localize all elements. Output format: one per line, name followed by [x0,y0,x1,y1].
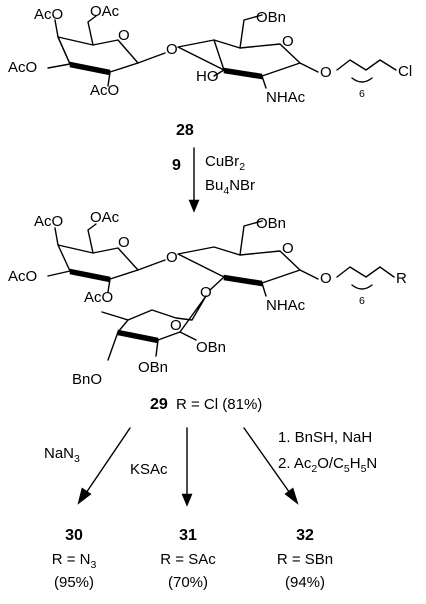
product-r-label: R = N3 [52,551,97,571]
c28-oac-top: OAc [90,3,120,20]
c29-ring-o-right: O [282,240,294,257]
c29-anomeric-o: O [320,270,332,287]
c28-cl: Cl [398,63,412,80]
c29-aco-bottom: AcO [84,289,113,306]
step2-right-line2: 2. Ac2O/C5H5N [278,455,377,475]
c29-oac-top: OAc [90,209,120,226]
c29-obn-fuc-mid: OBn [138,359,168,376]
c28-obn: OBn [256,9,286,26]
step2-left-reagent: NaN3 [44,445,80,465]
product-yield: (70%) [168,574,208,591]
product-id: 31 [179,527,197,544]
step1-reagent-b: Bu4NBr [205,177,255,197]
product-31: 31 R = SAc (70%) [160,527,216,591]
c28-ring-o-right: O [282,33,294,50]
c29-nhac: NHAc [266,297,306,314]
compound-28-id: 28 [176,122,194,139]
c28-aco-bottom: AcO [90,82,119,99]
c29-ring-o-left: O [118,234,130,251]
step1-reagent-id: 9 [172,157,181,174]
step2-right-line1: 1. BnSH, NaH [278,429,372,446]
product-id: 32 [296,527,314,544]
product-32: 32 R = SBn (94%) [277,527,333,591]
c28-glyco-o: O [166,41,178,58]
c29-r: R [396,270,407,287]
c28-chain-n: 6 [359,88,365,100]
c29-fuc-ring-o: O [170,317,182,334]
step1-arrow [188,147,200,213]
step2-arrow-middle [181,427,193,507]
product-r-label: R = SAc [160,551,216,568]
c29-glyco-o: O [166,249,178,266]
c29-fucosyl-o: O [200,284,212,301]
c28-aco-top: AcO [34,6,63,23]
c28-aco-left: AcO [8,59,37,76]
c28-ring-o-left: O [118,27,130,44]
c29-chain-n: 6 [359,295,365,307]
c29-obn-top: OBn [256,215,286,232]
step2-arrow-right [243,427,299,505]
compound-29-structure [47,220,395,361]
compound-29-caption: R = Cl (81%) [176,396,262,413]
c28-nhac: NHAc [266,89,306,106]
c29-aco-left: AcO [8,268,37,285]
c28-ho: HO [196,68,219,85]
step1-reagent-a: CuBr2 [205,153,245,173]
product-30: 30 R = N3 (95%) [52,527,97,591]
step2-arrow-left [77,427,131,505]
c29-bno: BnO [72,371,102,388]
compound-28-structure [47,14,397,89]
product-r-label: R = SBn [277,551,333,568]
compound-29-id: 29 [150,396,168,413]
product-yield: (94%) [285,574,325,591]
c29-aco-top: AcO [34,213,63,230]
c29-obn-fuc-right: OBn [196,339,226,356]
product-yield: (95%) [54,574,94,591]
step2-mid-reagent: KSAc [130,461,168,478]
c28-anomeric-o: O [320,64,332,81]
product-id: 30 [65,527,83,544]
